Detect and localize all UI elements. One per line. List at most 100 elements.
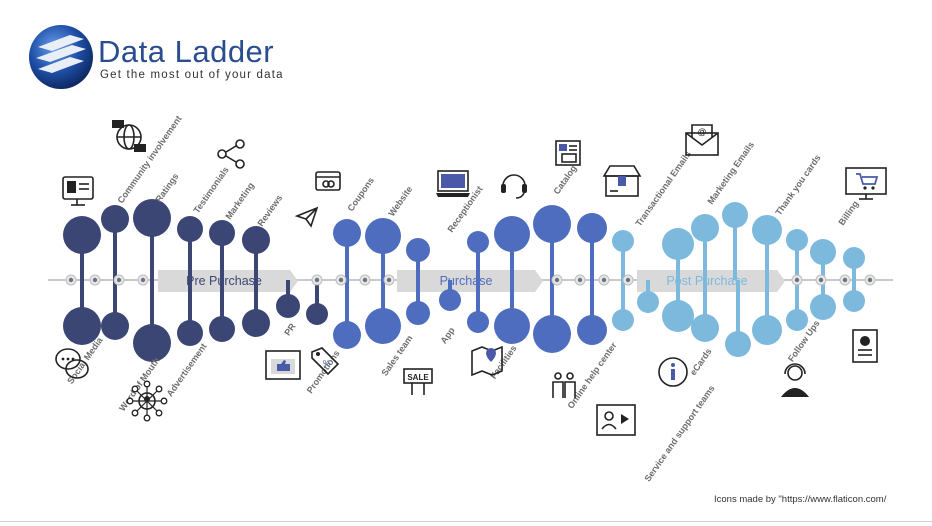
box-icon: [602, 165, 642, 197]
touchpoint-node-top: [752, 215, 782, 245]
invoice-icon: [852, 329, 878, 363]
phase-arrows: Pre Purchase Purchase Post Purchase: [158, 270, 785, 292]
spine-junction-core: [338, 277, 344, 283]
spine-junction-core: [314, 277, 320, 283]
touchpoint-label-top: Transactional Emails: [633, 149, 693, 228]
touchpoint-node-bottom: [577, 315, 607, 345]
touchpoint-label-bottom: Advertisement: [165, 341, 209, 398]
globe-chat-icon: [112, 120, 146, 152]
touchpoint-node-bottom: [467, 311, 489, 333]
touchpoint-node-bottom: [533, 315, 571, 353]
chat-bubbles-icon: [55, 348, 89, 379]
spine-junction-core: [601, 277, 607, 283]
brand-title: Data Ladder: [98, 34, 275, 69]
touchpoint-label-top: Marketing: [223, 181, 256, 222]
brand-tagline: Get the most out of your data: [100, 69, 284, 81]
touchpoint-node-bottom: [276, 294, 300, 318]
spine-junction-core: [577, 277, 583, 283]
phase-label: Post Purchase: [666, 274, 747, 288]
touchpoint-node-bottom: [662, 300, 694, 332]
touchpoint-node-top: [177, 216, 203, 242]
info-icon: [658, 357, 688, 387]
touchpoint-node-top: [133, 199, 171, 237]
touchpoint-icons: @% SALE: [55, 120, 887, 436]
phase-label: Purchase: [440, 274, 493, 288]
touchpoint-node-bottom: [365, 308, 401, 344]
touchpoint-node-bottom: [810, 294, 836, 320]
touchpoint-node-bottom: [439, 289, 461, 311]
touchpoint-label-top: Reviews: [255, 193, 284, 228]
touchpoint-label-top: Testimonials: [191, 165, 230, 215]
spine-junction-core: [818, 277, 824, 283]
social-post-icon: [265, 350, 301, 380]
touchpoint-nodes: [63, 199, 876, 362]
cart-monitor-icon: [845, 167, 887, 200]
spine-junction-core: [140, 277, 146, 283]
touchpoint-node-bottom: [752, 315, 782, 345]
share-icon: [217, 139, 245, 169]
phase-label: Pre Purchase: [186, 274, 262, 288]
touchpoint-node-bottom: [843, 290, 865, 312]
svg-text:@: @: [697, 127, 706, 137]
coupon-icon: [315, 171, 341, 191]
bottom-divider: [0, 521, 932, 522]
touchpoint-node-top: [209, 220, 235, 246]
touchpoint-node-bottom: [406, 301, 430, 325]
touchpoint-label-top: Marketing Emails: [705, 140, 756, 206]
spine-junction-core: [625, 277, 631, 283]
touchpoint-node-top: [101, 205, 129, 233]
touchpoint-node-top: [63, 216, 101, 254]
touchpoint-node-bottom: [786, 309, 808, 331]
touchpoint-node-top: [365, 218, 401, 254]
touchpoint-node-bottom: [691, 314, 719, 342]
touchpoint-node-top: [577, 213, 607, 243]
spine-junction-core: [362, 277, 368, 283]
spine-junction-core: [68, 277, 74, 283]
phase-arrow: [637, 270, 785, 292]
touchpoint-node-top: [810, 239, 836, 265]
email-icon: @: [685, 124, 719, 156]
network-icon: [126, 380, 168, 422]
touchpoint-node-bottom: [494, 308, 530, 344]
touchpoint-label-bottom: PR: [282, 321, 298, 337]
icon-credit: Icons made by "https://www.flaticon.com/: [714, 494, 887, 505]
touchpoint-node-top: [722, 202, 748, 228]
people-icon: [552, 372, 576, 398]
touchpoint-node-top: [333, 219, 361, 247]
touchpoint-node-bottom: [725, 331, 751, 357]
touchpoint-node-top: [467, 231, 489, 253]
laptop-icon: [436, 170, 470, 197]
touchpoint-node-bottom: [177, 320, 203, 346]
touchpoint-node-top: [242, 226, 270, 254]
spine-junction-core: [842, 277, 848, 283]
price-tag-icon: %: [311, 347, 340, 376]
touchpoint-node-top: [533, 205, 571, 243]
touchpoint-node-top: [612, 230, 634, 252]
touchpoint-node-bottom: [209, 316, 235, 342]
sale-sign-icon: SALE: [403, 368, 433, 395]
headset-icon: [501, 174, 527, 199]
spine-junction-core: [554, 277, 560, 283]
touchpoint-label-top: Thank you cards: [773, 153, 822, 217]
touchpoint-label-top: Ratings: [153, 171, 180, 204]
touchpoint-node-bottom: [612, 309, 634, 331]
touchpoint-node-top: [843, 247, 865, 269]
touchpoint-label-top: Catalog: [551, 163, 578, 196]
id-card-icon: [62, 176, 94, 206]
map-icon: [471, 345, 503, 377]
touchpoint-label-top: Website: [386, 184, 414, 218]
video-support-icon: [596, 404, 636, 436]
touchpoint-label-bottom: App: [438, 325, 457, 345]
paper-plane-icon: [294, 206, 319, 228]
spine-junction-core: [867, 277, 873, 283]
touchpoint-label-bottom: Promotions: [305, 348, 342, 395]
touchpoint-node-bottom: [306, 303, 328, 325]
touchpoint-node-bottom: [242, 309, 270, 337]
touchpoint-label-bottom: eCards: [688, 346, 714, 377]
phase-arrow: [158, 270, 298, 292]
touchpoint-node-top: [494, 216, 530, 252]
touchpoint-node-bottom: [133, 324, 171, 362]
catalog-icon: [555, 140, 581, 166]
